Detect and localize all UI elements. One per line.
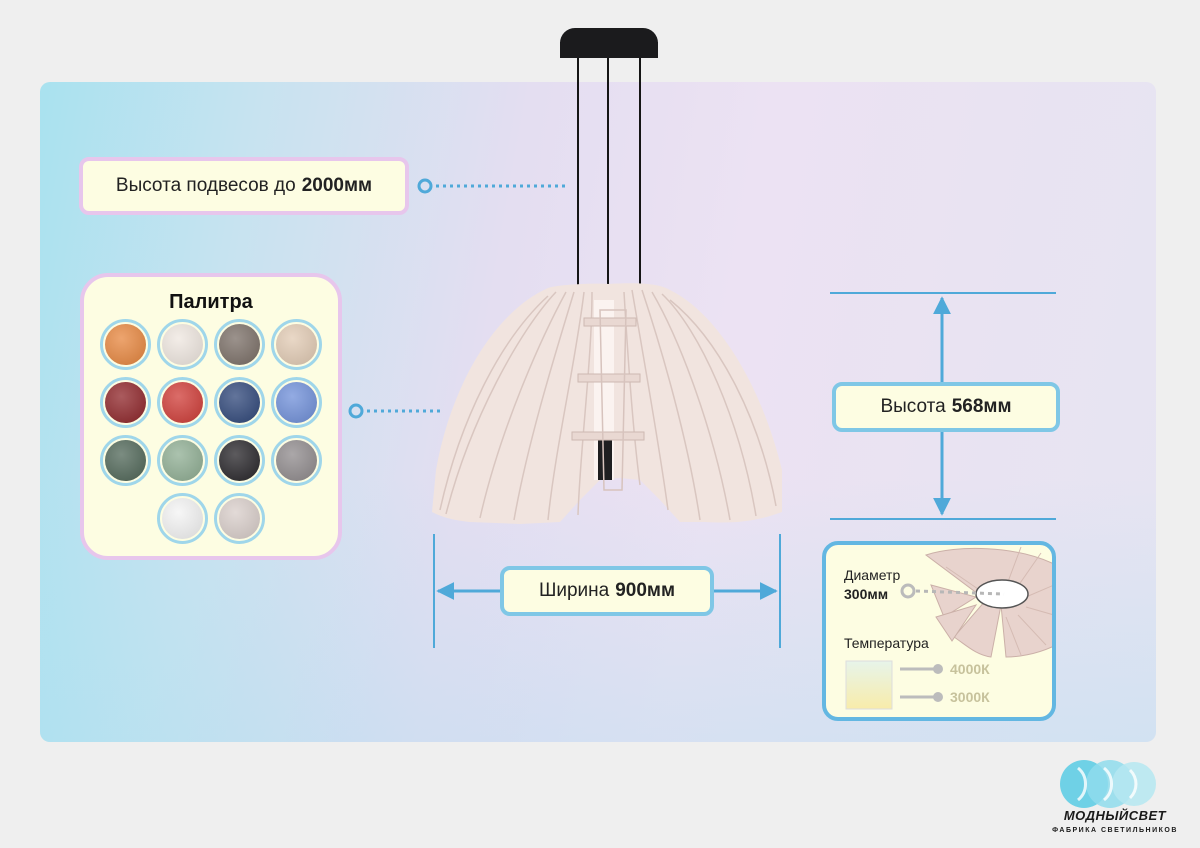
swatch-color <box>276 324 317 365</box>
swatch-color <box>162 324 203 365</box>
suspension-cords <box>577 58 641 292</box>
palette-pointer <box>348 403 440 419</box>
width-dimension <box>433 534 781 648</box>
lamp-bottom-view <box>845 546 1052 710</box>
temperature-warm-value: 3000К <box>950 689 990 705</box>
height-value: 568мм <box>951 396 1012 417</box>
swatch-color <box>219 440 260 481</box>
swatch-color <box>276 440 317 481</box>
palette-swatch[interactable] <box>214 493 265 544</box>
suspension-height-text: Высота подвесов до <box>115 175 296 196</box>
swatch-color <box>162 440 203 481</box>
brand-name: МОДНЫЙСВЕТ <box>1063 808 1167 823</box>
suspension-height-label: Высота подвесов до 2000мм <box>79 157 409 215</box>
palette-swatch[interactable] <box>271 435 322 486</box>
swatch-color <box>162 382 203 423</box>
width-label: Ширина 900мм <box>500 566 714 616</box>
lamp-shade <box>432 283 782 524</box>
palette-swatch[interactable] <box>100 435 151 486</box>
height-dimension <box>830 292 1056 520</box>
suspension-pointer <box>417 178 565 194</box>
palette-swatch[interactable] <box>157 377 208 428</box>
swatch-color <box>105 382 146 423</box>
swatch-color <box>105 324 146 365</box>
palette-swatch[interactable] <box>157 319 208 370</box>
height-label: Высота 568мм <box>832 382 1060 432</box>
palette-swatch[interactable] <box>100 377 151 428</box>
temperature-text: Температура <box>844 635 929 651</box>
swatch-color <box>219 498 260 539</box>
palette-swatch[interactable] <box>271 319 322 370</box>
brand-logo-icon <box>1060 760 1156 808</box>
ceiling-canopy <box>560 28 658 58</box>
diameter-text: Диаметр <box>844 567 901 583</box>
palette-title: Палитра <box>169 291 253 313</box>
palette-swatch[interactable] <box>100 319 151 370</box>
swatch-color <box>219 324 260 365</box>
palette-swatch[interactable] <box>157 493 208 544</box>
suspension-height-value: 2000мм <box>301 175 373 196</box>
swatch-color <box>276 382 317 423</box>
specs-card: Диаметр 300мм Температура 4000К 3000К <box>822 541 1056 721</box>
temperature-cold-value: 4000К <box>950 661 990 677</box>
height-text: Высота <box>880 396 946 417</box>
swatch-color <box>162 498 203 539</box>
diameter-value: 300мм <box>844 586 889 602</box>
brand-subtitle: ФАБРИКА СВЕТИЛЬНИКОВ <box>1052 827 1178 834</box>
palette-card: Палитра <box>80 273 342 560</box>
palette-swatch[interactable] <box>271 377 322 428</box>
swatch-color <box>105 440 146 481</box>
width-value: 900мм <box>615 580 676 601</box>
swatch-color <box>219 382 260 423</box>
palette-swatch[interactable] <box>214 435 265 486</box>
palette-swatch[interactable] <box>214 319 265 370</box>
width-text: Ширина <box>538 580 610 601</box>
palette-swatch[interactable] <box>214 377 265 428</box>
palette-swatch[interactable] <box>157 435 208 486</box>
